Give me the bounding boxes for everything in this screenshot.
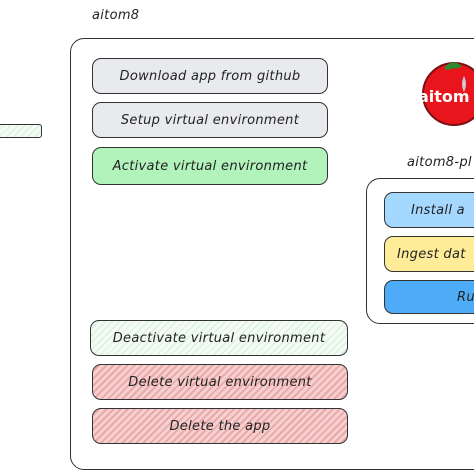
- main-container-label: aitom8: [92, 8, 140, 23]
- robot-figure: [462, 76, 466, 92]
- step-setup-venv: Setup virtual environment: [92, 102, 328, 138]
- plugin-step-run: Ru: [384, 280, 474, 314]
- step-download-app: Download app from github: [92, 58, 328, 94]
- plugin-step-ingest: Ingest dat: [384, 236, 474, 272]
- step-delete-app: Delete the app: [92, 408, 348, 444]
- aitom8-logo: aitom: [418, 62, 474, 126]
- left-edge-box: [0, 124, 42, 138]
- step-delete-venv: Delete virtual environment: [92, 364, 348, 400]
- logo-text: aitom: [418, 87, 470, 106]
- step-activate-venv: Activate virtual environment: [92, 147, 328, 185]
- plugin-container-label: aitom8-pl: [407, 155, 472, 170]
- step-deactivate-venv: Deactivate virtual environment: [90, 320, 348, 356]
- tomato-leaf: [444, 62, 462, 70]
- main-container: [70, 38, 474, 470]
- plugin-step-install: Install a: [384, 192, 474, 228]
- plugin-container: [366, 178, 474, 324]
